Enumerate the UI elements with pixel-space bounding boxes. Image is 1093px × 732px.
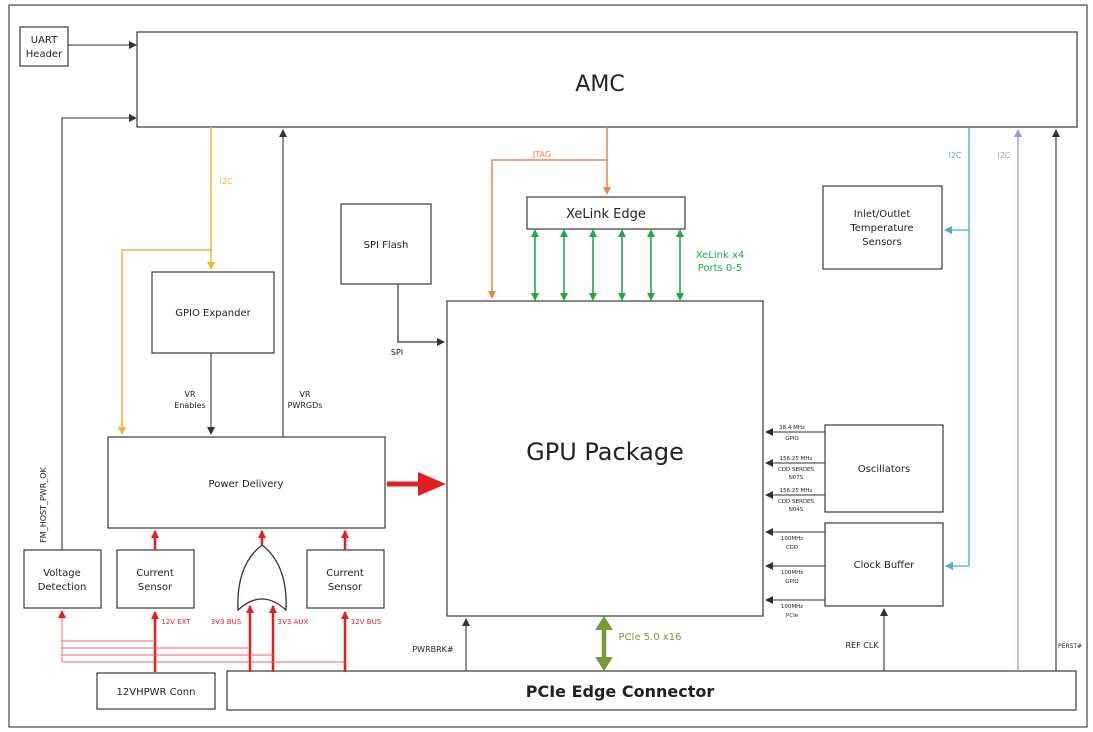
xelink-ports-label-line1: XeLink x4 bbox=[696, 250, 745, 261]
voltage-detection-label-line2: Detection bbox=[38, 582, 87, 593]
rail-3v3-aux-label: 3V3 AUX bbox=[278, 618, 309, 626]
xelink-edge-label: XeLink Edge bbox=[566, 207, 646, 222]
vr-enables-label-line2: Enables bbox=[174, 401, 205, 410]
buf-clock-2-label-line2: GPIO bbox=[785, 579, 799, 585]
xelink-ports-label-line2: Ports 0-5 bbox=[698, 263, 743, 274]
pwrbrk-label: PWRBRK# bbox=[412, 645, 454, 654]
power-delivery-label: Power Delivery bbox=[209, 479, 284, 490]
spi-flash-block: SPI Flash bbox=[340, 203, 432, 285]
current-sensor-right-label-line2: Sensor bbox=[328, 582, 363, 593]
gpu-package-label: GPU Package bbox=[526, 438, 684, 466]
osc-clock-2-label-line1: 156.25 MHz bbox=[780, 456, 813, 462]
inlet-outlet-label-line1: Inlet/Outlet bbox=[854, 209, 911, 220]
vr-pwrgds-label-line1: VR bbox=[299, 390, 310, 399]
buf-clock-1-label-line1: 100MHz bbox=[781, 536, 803, 542]
jtag-label: JTAG bbox=[532, 150, 551, 159]
osc-clock-1-label-line2: GPIO bbox=[785, 436, 799, 442]
clock-buffer-label: Clock Buffer bbox=[854, 560, 916, 571]
fm-host-pwr-ok-label: FM_HOST_PWR_OK bbox=[39, 466, 48, 542]
osc-clock-2-label-line2: CDD SERDES bbox=[778, 467, 815, 473]
buf-clock-3-label-line1: 100MHz bbox=[781, 604, 803, 610]
osc-clock-3-label-line1: 156.25 MHz bbox=[780, 488, 813, 494]
spi-label: SPI bbox=[391, 348, 403, 357]
osc-clock-2-label-line3: N07S bbox=[789, 475, 804, 481]
i2c-amc-to-power-line bbox=[118, 249, 211, 435]
amc-label: AMC bbox=[575, 72, 624, 97]
current-sensor-left-label-line2: Sensor bbox=[138, 582, 173, 593]
pcie-link-arrowhead-top bbox=[595, 616, 613, 630]
12vhpwr-conn-block: 12VHPWR Conn bbox=[96, 672, 216, 710]
power-delivery-to-gpu-arrowhead bbox=[418, 472, 446, 496]
voltage-sense-lines bbox=[58, 610, 345, 663]
12vhpwr-conn-label: 12VHPWR Conn bbox=[117, 687, 196, 698]
uart-header-label-line2: Header bbox=[26, 49, 63, 60]
vr-enables-label-line1: VR bbox=[184, 390, 195, 399]
current-sensor-left-label-line1: Current bbox=[136, 568, 174, 579]
diagram-frame bbox=[8, 4, 1088, 728]
rail-3v3-bus-label: 3V3 BUS bbox=[211, 618, 242, 626]
amc-block: AMC bbox=[136, 31, 1078, 128]
power-delivery-block: Power Delivery bbox=[107, 436, 386, 529]
i2c-purple-label: I2C bbox=[997, 151, 1010, 160]
osc-clock-3-label-line3: N04S bbox=[789, 507, 804, 513]
xelink-edge-block: XeLink Edge bbox=[526, 196, 686, 230]
i2c-blue-label: I2C bbox=[948, 151, 961, 160]
pcie-link-label: PCIe 5.0 x16 bbox=[618, 632, 681, 643]
uart-header-label-line1: UART bbox=[31, 35, 58, 46]
i2c-left-label: I2C bbox=[219, 177, 232, 186]
pcie-link-arrowhead-bottom bbox=[595, 657, 613, 671]
inlet-outlet-sensors-block: Inlet/Outlet Temperature Sensors bbox=[822, 185, 943, 270]
uart-header-block: UART Header bbox=[19, 26, 69, 67]
pcie-edge-connector-label: PCIe Edge Connector bbox=[526, 682, 715, 701]
rail-12v-bus-label: 12V BUS bbox=[351, 618, 382, 626]
gpio-expander-label: GPIO Expander bbox=[175, 308, 251, 319]
vr-pwrgds-label-line2: PWRGDs bbox=[288, 401, 323, 410]
current-sensor-left-block: Current Sensor bbox=[116, 549, 195, 609]
ref-clk-label: REF CLK bbox=[845, 641, 879, 650]
pcie-edge-connector-block: PCIe Edge Connector bbox=[226, 670, 1077, 711]
jtag-to-gpu-line bbox=[488, 159, 607, 299]
osc-clock-3-label-line2: CDD SERDES bbox=[778, 499, 815, 505]
osc-clock-1-label-line1: 38.4 MHz bbox=[779, 425, 805, 431]
spi-flash-label: SPI Flash bbox=[364, 240, 409, 251]
oscillators-block: Oscillators bbox=[824, 424, 944, 513]
buf-clock-2-label-line1: 100MHz bbox=[781, 570, 803, 576]
buf-clock-3-label-line2: PCIe bbox=[786, 613, 799, 619]
voltage-detection-block: Voltage Detection bbox=[23, 549, 102, 609]
current-sensor-right-label-line1: Current bbox=[326, 568, 364, 579]
fm-host-pwr-ok-line bbox=[61, 114, 137, 550]
or-gate-symbol bbox=[237, 544, 287, 612]
rail-12v-ext-label: 12V EXT bbox=[161, 618, 191, 626]
inlet-outlet-label-line2: Temperature bbox=[849, 223, 913, 234]
perst-label: PERST# bbox=[1058, 643, 1082, 650]
clock-buffer-block: Clock Buffer bbox=[824, 522, 944, 607]
gpu-package-block: GPU Package bbox=[446, 300, 764, 617]
spi-line bbox=[397, 284, 445, 346]
gpio-expander-block: GPIO Expander bbox=[151, 271, 275, 354]
inlet-outlet-label-line3: Sensors bbox=[862, 237, 902, 248]
oscillators-label: Oscillators bbox=[858, 464, 910, 475]
current-sensor-right-block: Current Sensor bbox=[306, 549, 385, 609]
voltage-detection-label-line1: Voltage bbox=[43, 568, 81, 579]
buf-clock-1-label-line2: CDD bbox=[786, 545, 798, 551]
